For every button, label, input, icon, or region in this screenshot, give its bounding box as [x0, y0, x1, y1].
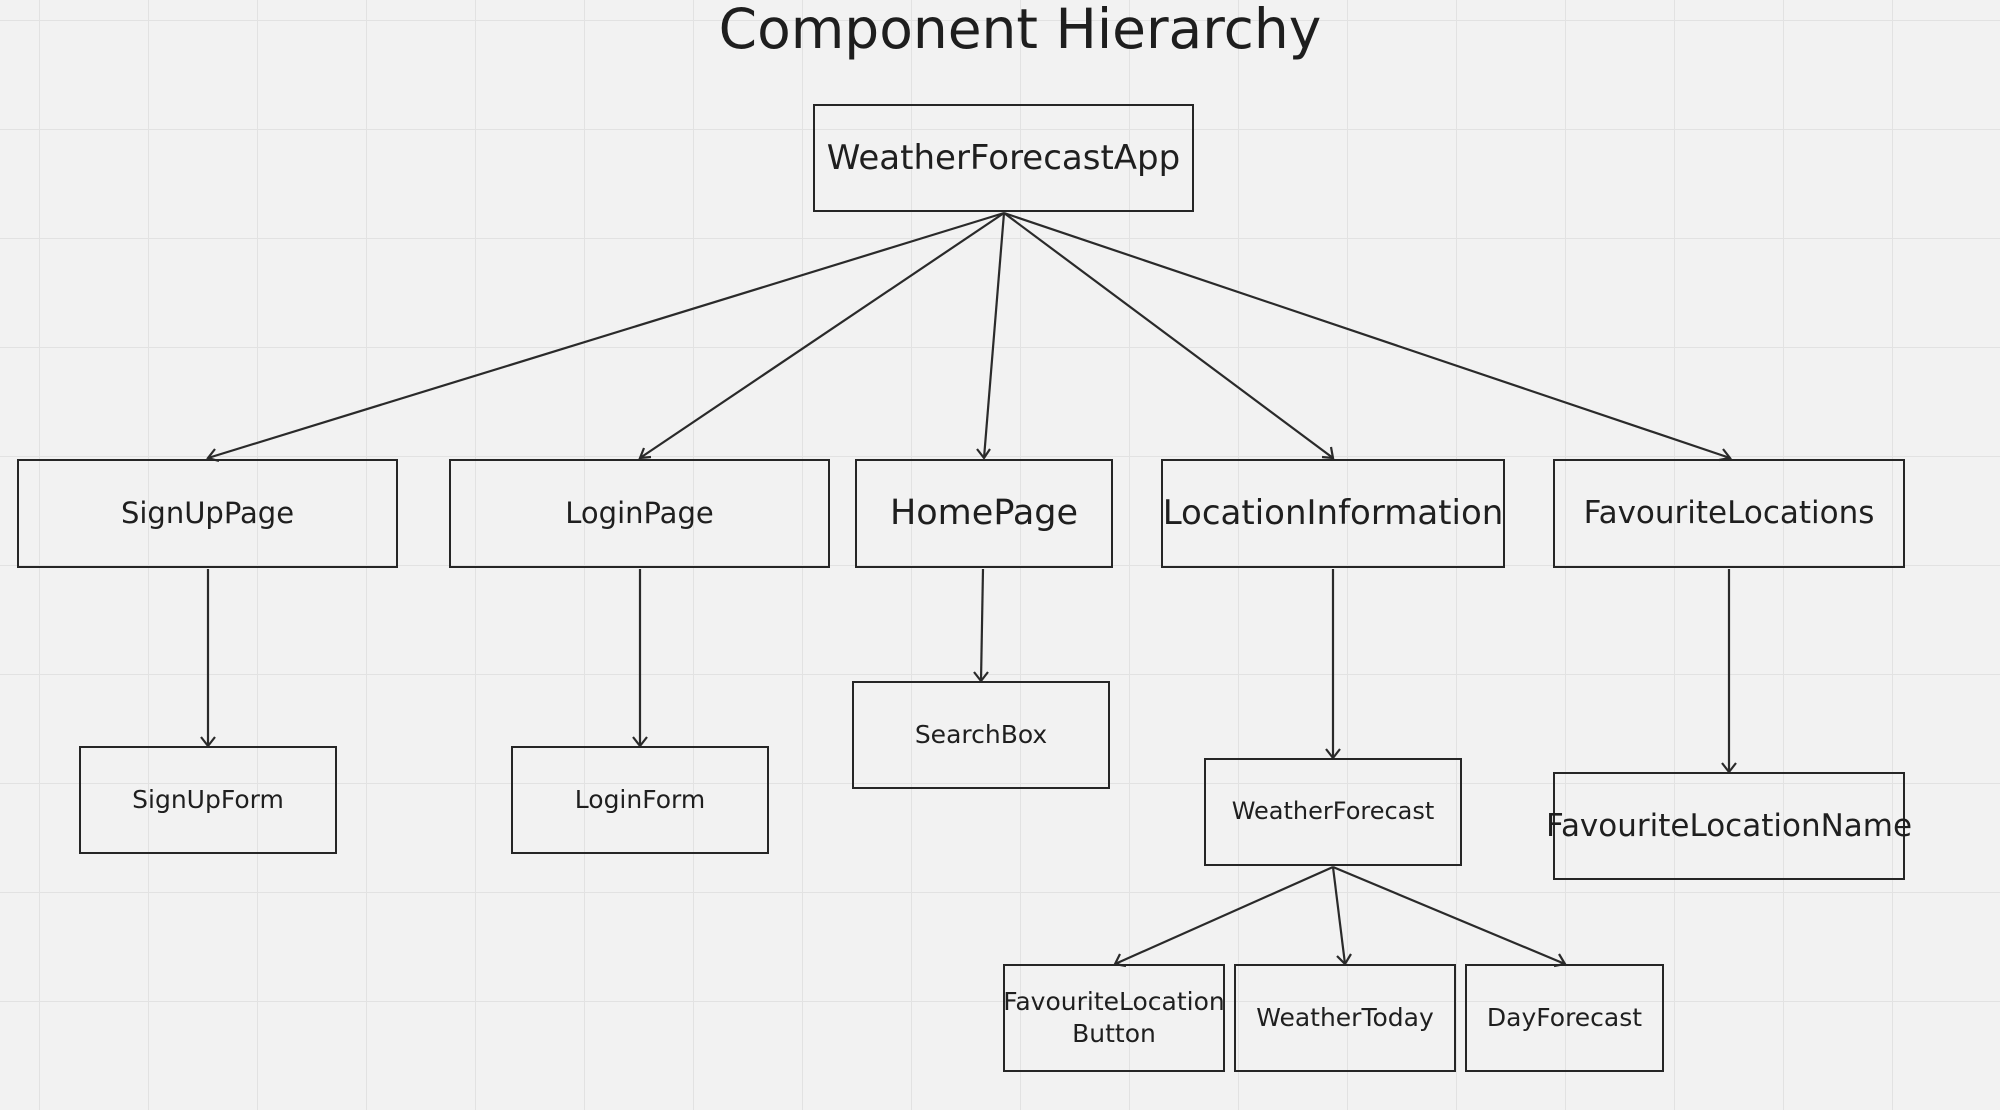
edge-locationinformation-to-weatherforecast	[1325, 569, 1341, 760]
node-label: WeatherToday	[1256, 1002, 1434, 1032]
node-favouritelocations[interactable]: FavouriteLocations	[1553, 459, 1905, 568]
node-loginform[interactable]: LoginForm	[511, 746, 769, 854]
node-label: SignUpForm	[132, 784, 284, 814]
node-favouritelocationbutton[interactable]: FavouriteLocation Button	[1003, 964, 1225, 1072]
edge-app-to-homepage	[976, 212, 1006, 460]
node-dayforecast[interactable]: DayForecast	[1465, 964, 1664, 1072]
node-label: FavouriteLocations	[1583, 495, 1875, 532]
node-label: LoginPage	[565, 495, 714, 530]
node-favouritelocationname[interactable]: FavouriteLocationName	[1546, 772, 1912, 880]
node-homepage[interactable]: HomePage	[855, 459, 1113, 568]
node-label: LoginForm	[574, 784, 706, 814]
edge-app-to-favouritelocations	[1003, 211, 1732, 462]
edge-app-to-signuppage	[206, 211, 1005, 463]
node-signupform[interactable]: SignUpForm	[79, 746, 337, 854]
node-label: SignUpPage	[120, 495, 295, 530]
node-label: SearchBox	[914, 719, 1048, 749]
node-weatherforecastapp[interactable]: WeatherForecastApp	[813, 104, 1194, 212]
edge-app-to-loginpage	[638, 212, 1005, 460]
edge-weatherforecast-to-favouritelocationbutton	[1113, 865, 1334, 968]
node-loginpage[interactable]: LoginPage	[449, 459, 830, 568]
node-searchbox[interactable]: SearchBox	[852, 681, 1110, 789]
edge-weatherforecast-to-dayforecast	[1332, 865, 1567, 968]
edge-weatherforecast-to-weathertoday	[1331, 866, 1352, 966]
edge-loginpage-to-loginform	[632, 569, 648, 748]
node-locationinformation[interactable]: LocationInformation	[1161, 459, 1505, 568]
node-weatherforecast[interactable]: WeatherForecast	[1204, 758, 1462, 866]
edge-favouritelocations-to-favouritelocationname	[1721, 569, 1737, 774]
diagram-title: Component Hierarchy	[718, 0, 1322, 61]
edge-homepage-to-searchbox	[973, 568, 989, 683]
node-signuppage[interactable]: SignUpPage	[17, 459, 398, 568]
edge-app-to-locationinformation	[1003, 212, 1335, 460]
node-label: FavouriteLocation Button	[1003, 986, 1225, 1049]
node-label: HomePage	[889, 492, 1079, 533]
node-label: DayForecast	[1486, 1002, 1643, 1032]
node-weathertoday[interactable]: WeatherToday	[1234, 964, 1456, 1072]
node-label: LocationInformation	[1162, 493, 1504, 534]
edge-signuppage-to-signupform	[200, 569, 216, 748]
node-label: WeatherForecastApp	[826, 137, 1181, 178]
node-label: FavouriteLocationName	[1545, 807, 1913, 844]
node-label: WeatherForecast	[1231, 797, 1435, 826]
